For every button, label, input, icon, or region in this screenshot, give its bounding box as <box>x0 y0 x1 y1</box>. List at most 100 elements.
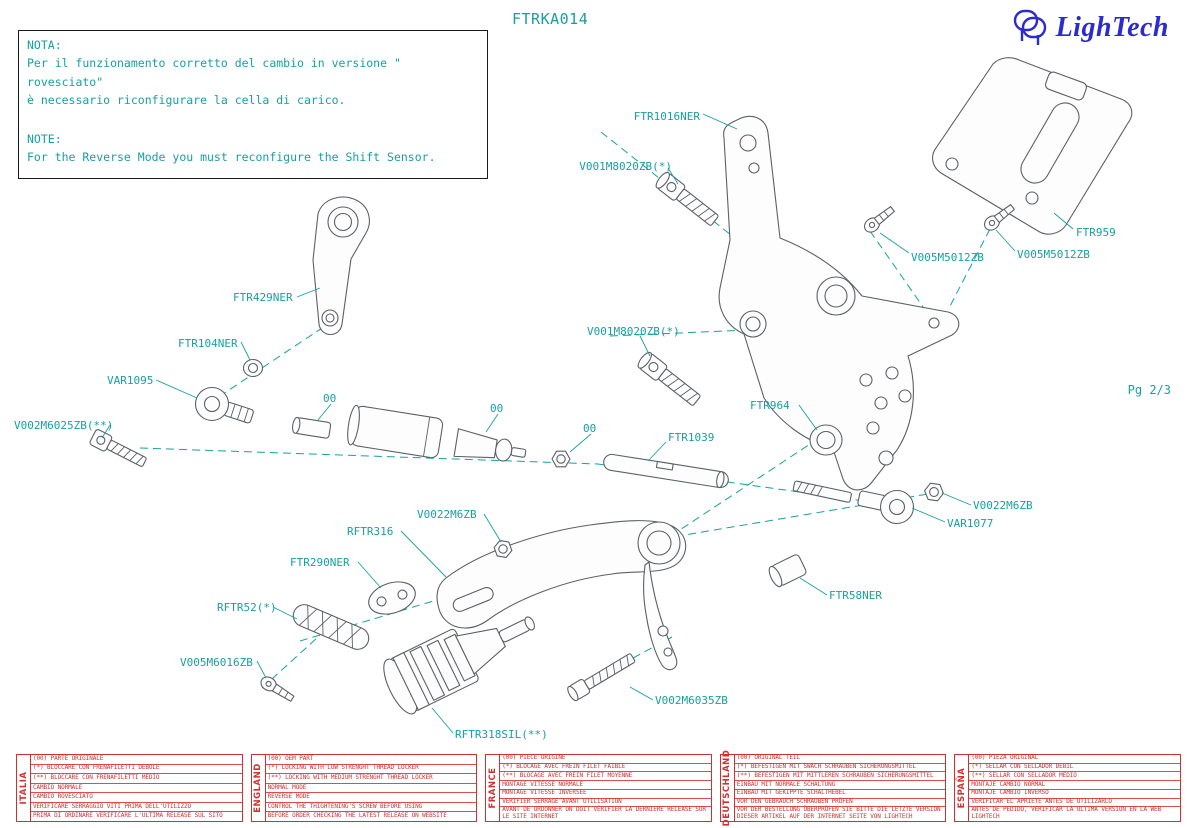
legend-language-label: ENGLAND <box>253 763 264 813</box>
legend-row: (00) OEM PART <box>265 755 477 765</box>
legend-language-strip: ENGLAND <box>252 755 266 821</box>
legend-row: REVERSE MODE <box>265 793 477 803</box>
legend-row: EINBAU MIT NORMALE SCHALTUNG <box>734 781 946 790</box>
legend-row: (00) PARTE ORIGINALE <box>31 755 242 765</box>
legend-language-strip: ITALIA <box>17 755 31 821</box>
legend-row: (*) SELLAR CON SELLADOR DEBIL <box>969 763 1180 773</box>
part-label-v001m8020zb-top: V001M8020ZB(*) <box>579 160 672 173</box>
legend-table-espana: ESPAÑA (00) PIEZA ORIGINAL (*) SELLAR CO… <box>954 754 1181 822</box>
legend-row: CONTROL THE THIGHTENING'S SCREW BEFORE U… <box>265 803 477 813</box>
part-footpeg-rftr318sil <box>383 616 535 715</box>
note-box: NOTA: Per il funzionamento corretto del … <box>18 30 488 180</box>
part-label-ftr429ner: FTR429NER <box>233 291 293 304</box>
legend-row: PRIMA DI ORDINARE VERIFICARE L'ULTIMA RE… <box>33 812 223 820</box>
part-label-v0022m6zb-right: V0022M6ZB <box>973 499 1033 512</box>
note-en-title: NOTE: <box>27 131 62 146</box>
legend-language-label: FRANCE <box>487 767 498 809</box>
legend-row: VOR DER BESTELLUNG ÜBERPRÜFEN SIE BITTE … <box>736 806 941 821</box>
legend-row: (**) SELLAR CON SELLADOR MEDIO <box>969 772 1180 782</box>
legend-row: MONTAJE CAMBIO INVERSO <box>969 789 1180 799</box>
legend-row: CAMBIO NORMALE <box>31 784 242 794</box>
part-shift-lever-rftr316 <box>436 520 687 671</box>
page-title: FTRKA014 <box>512 10 589 28</box>
part-rod-end-var1095 <box>194 386 254 424</box>
legend-row: (00) PIECE ORIGINE <box>500 755 711 764</box>
label-leader-lines <box>101 113 1074 734</box>
part-nut-v0022m6zb-right <box>924 482 944 502</box>
legend-language-label: ITALIA <box>18 771 29 805</box>
part-screw-v001m8020zb-top <box>655 171 719 226</box>
part-label-rftr52: RFTR52(*) <box>217 601 277 614</box>
part-screw-v002m6035zb <box>567 653 636 702</box>
part-bearing-ftr964 <box>809 424 843 456</box>
part-label-ftr290ner: FTR290NER <box>290 556 350 569</box>
legend-table-england: ENGLAND (00) OEM PART (*) LOCKING WITH L… <box>250 754 478 822</box>
part-plate-ftr290ner <box>368 581 416 615</box>
part-label-ftr1016ner: FTR1016NER <box>634 110 701 123</box>
legend-row: MONTAGE VITESSE NORMALE <box>500 781 711 790</box>
legend-row: VERIFICARE SERRAGGIO VITI PRIMA DELL'UTI… <box>31 803 242 813</box>
part-label-ftr964: FTR964 <box>750 399 790 412</box>
part-oem-nut <box>551 450 571 468</box>
part-label-var1095: VAR1095 <box>107 374 153 387</box>
part-shift-rod-stub <box>291 416 332 439</box>
legend-row: (*) BLOCAGE AVEC FREIN FILET FAIBLE <box>500 763 711 773</box>
part-shift-arm-ftr429ner <box>312 196 370 336</box>
legend-row: BEFORE ORDER CHECKING THE LATEST RELEASE… <box>267 812 447 820</box>
note-it-title: NOTA: <box>27 38 62 52</box>
part-label-var1077: VAR1077 <box>947 517 993 530</box>
legend-row: (*) BEFESTIGEN MIT SWACH SCHRAUBEN SICHE… <box>734 763 946 773</box>
legend-row: (**) BEFESTIGEN MIT MITTLEREN SCHRAUBEN … <box>734 772 946 782</box>
legend-row: ANTES DE PEDIDO, VERIFICAR LA ULTIMA VER… <box>971 806 1162 821</box>
note-it-line2: è necessario riconfigurare la cella di c… <box>27 93 346 108</box>
part-label-oem-b: 00 <box>490 402 503 415</box>
part-label-ftr959: FTR959 <box>1076 226 1116 239</box>
part-screw-v005m5012zb-right <box>983 204 1015 231</box>
part-label-v005m5012zb-right: V005M5012ZB <box>1017 248 1090 261</box>
part-shift-sensor-body <box>347 404 444 459</box>
legend-row: (*) LOCKING WITH LOW STRENGHT THREAD LOC… <box>265 765 477 775</box>
lightech-logo: LighTech <box>1010 8 1169 48</box>
legend-row: VERIFIER SERRAGE AVANT UTILISATION <box>500 798 711 808</box>
part-heel-guard-plate-ftr959 <box>932 57 1133 235</box>
legend-row: (00) PIEZA ORIGINAL <box>969 755 1180 764</box>
part-label-v005m6016zb: V005M6016ZB <box>180 656 253 669</box>
note-spacer <box>27 110 479 130</box>
lightech-logo-text: LighTech <box>1055 12 1169 43</box>
part-spacer-ftr58ner <box>768 554 807 588</box>
part-label-oem-a: 00 <box>323 392 336 405</box>
legend-row: MONTAGE VITESSE INVERSEE <box>500 789 711 799</box>
part-label-oem-c: 00 <box>583 422 596 435</box>
legend-row: VOR DEN GEBRAUCH SCHRAUBEN PRÜFEN <box>734 798 946 808</box>
legend-row: MONTAJE CAMBIO NORMAL <box>969 781 1180 790</box>
part-screw-v005m5012zb-left <box>863 206 895 233</box>
legend-table-france: FRANCE (00) PIECE ORIGINE (*) BLOCAGE AV… <box>485 754 712 822</box>
legend-row: (**) LOCKING WITH MEDIUM STRENGHT THREAD… <box>265 774 477 784</box>
legend-table-deutschland: DEUTSCHLAND (00) ORIGINAL TEIL (*) BEFES… <box>719 750 947 826</box>
part-label-v001m8020zb-bottom: V001M8020ZB(*) <box>587 325 680 338</box>
legend-row: (00) ORIGINAL TEIL <box>734 755 946 764</box>
part-main-bracket-ftr1016ner <box>718 115 960 491</box>
lightech-logo-icon <box>1013 9 1046 45</box>
part-screw-v005m6016zb <box>260 676 295 702</box>
part-spacer-ftr104ner <box>242 358 264 378</box>
part-nut-v0022m6zb-left <box>493 539 513 559</box>
part-label-v002m6035zb: V002M6035ZB <box>655 694 728 707</box>
legend-language-strip: FRANCE <box>486 755 501 821</box>
part-stud-var1077 <box>792 480 852 503</box>
legend-language-strip: ESPAÑA <box>955 755 970 821</box>
part-screw-v002m6025zb <box>89 429 147 467</box>
part-shift-rod-taper <box>453 428 527 462</box>
part-label-v005m5012zb-left: V005M5012ZB <box>911 251 984 264</box>
page-number: Pg 2/3 <box>1127 383 1171 397</box>
part-label-ftr1039: FTR1039 <box>668 431 714 444</box>
legend-row: (*) BLOCCARE CON FRENAFILETTI DEBOLE <box>31 765 242 775</box>
legend-row: VERIFICAR EL APRIETE ANTES DE UTILIZARLO <box>969 798 1180 808</box>
part-label-rftr316: RFTR316 <box>347 525 393 538</box>
legend-row: (**) BLOCCARE CON FRENAFILETTI MEDIO <box>31 774 242 784</box>
legend-row: EINBAU MIT GEKIPPTE SCHALTHEBEL <box>734 789 946 799</box>
legend-row: CAMBIO ROVESCIATO <box>31 793 242 803</box>
part-peg-tip-rftr52 <box>292 604 370 650</box>
note-it-line1: Per il funzionamento corretto del cambio… <box>27 56 401 89</box>
part-rod-ftr1039 <box>603 453 729 489</box>
